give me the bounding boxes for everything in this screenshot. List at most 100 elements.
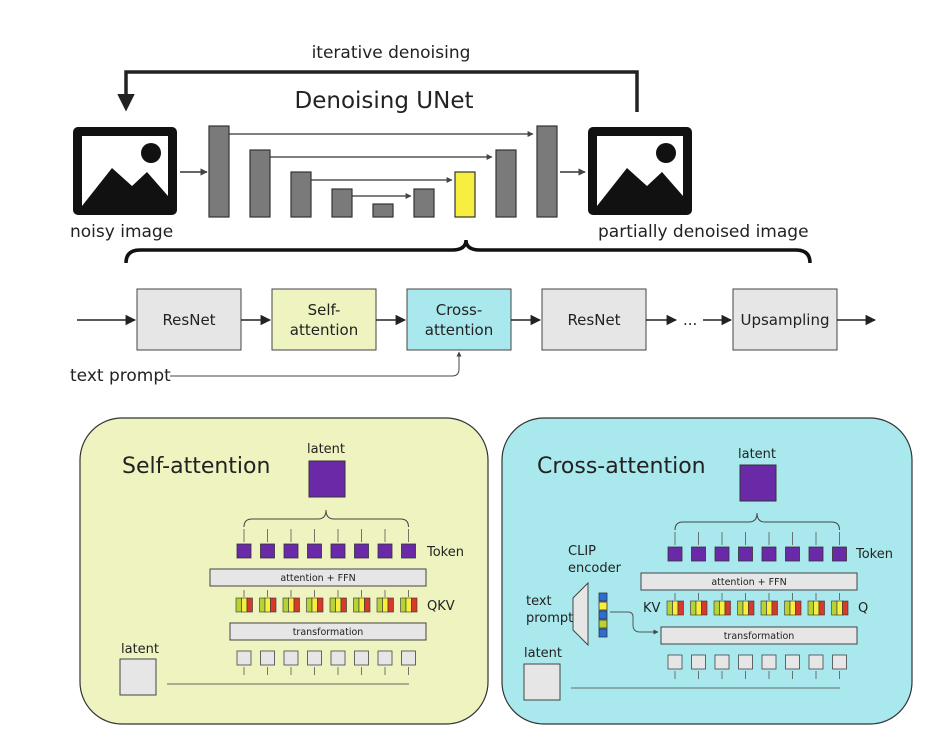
qkv-cell: [672, 600, 679, 616]
qkv-cell: [353, 597, 360, 613]
denoised-image-label: partially denoised image: [598, 222, 809, 242]
qkv-cell: [235, 597, 242, 613]
block-label: ResNet: [567, 311, 620, 329]
loop-label: iterative denoising: [312, 43, 471, 63]
block-self-attention: Self- attention: [271, 288, 377, 351]
input-square: [738, 654, 753, 670]
qkv-cell: [766, 600, 773, 616]
block-resnet-2: ResNet: [541, 288, 647, 351]
input-square: [377, 650, 393, 666]
latent-bottom-label: latent: [121, 642, 159, 657]
qkv-label: QKV: [427, 599, 455, 614]
attention-ffn-bar: [640, 572, 858, 591]
qkv-cell: [789, 600, 796, 616]
qkv-cell: [400, 597, 407, 613]
qkv-cell: [713, 600, 720, 616]
text-embedding-arrow: [610, 611, 659, 635]
input-square: [691, 654, 706, 670]
qkv-cell: [795, 600, 802, 616]
qkv-cell: [784, 600, 791, 616]
qkv-cell: [831, 600, 838, 616]
transformation-bar: [660, 626, 858, 645]
text-prompt-line1: text: [526, 594, 552, 609]
token-square: [236, 543, 252, 559]
token-square: [377, 543, 393, 559]
attention-ffn-label: attention + FFN: [280, 573, 355, 584]
unet-bar: [413, 188, 435, 218]
latent-top-label: latent: [307, 442, 345, 457]
clip-encoder-label-line2: encoder: [568, 561, 622, 576]
token-square: [738, 546, 753, 562]
qkv-cell: [288, 597, 295, 613]
qkv-cell: [405, 597, 412, 613]
clip-encoder-trapezoid: [572, 581, 589, 647]
qkv-cell: [364, 597, 371, 613]
qkv-cell: [270, 597, 277, 613]
denoised-image-icon: [588, 127, 692, 215]
cross-attention-title: Cross-attention: [537, 454, 706, 479]
qkv-cell: [677, 600, 684, 616]
unet-bar: [208, 125, 230, 218]
qkv-cell: [264, 597, 271, 613]
latent-top-label: latent: [738, 447, 776, 462]
block-label: ResNet: [162, 311, 215, 329]
unet-bars: [208, 125, 558, 218]
input-square: [667, 654, 683, 670]
token-brace: [674, 512, 840, 531]
qkv-cell: [241, 597, 248, 613]
latent-bottom-square: [523, 663, 561, 701]
qkv-cell: [293, 597, 300, 613]
unet-bar: [249, 149, 271, 218]
input-square: [761, 654, 777, 670]
input-square: [330, 650, 346, 666]
token-label: Token: [855, 547, 893, 562]
qkv-cell: [358, 597, 365, 613]
cross-token-row: [666, 512, 849, 679]
iterative-loop-arrow: [117, 70, 639, 112]
qkv-cell: [842, 600, 849, 616]
skip-connections: [229, 131, 534, 199]
qkv-cell: [695, 600, 702, 616]
attention-ffn-bar: [209, 568, 427, 587]
noisy-image-label: noisy image: [70, 222, 173, 242]
token-square: [785, 546, 800, 562]
expansion-brace: [124, 239, 812, 264]
input-square: [307, 650, 322, 666]
input-square: [236, 650, 252, 666]
latent-bottom-square: [119, 658, 157, 696]
text-prompt-line2: prompt: [526, 611, 573, 626]
token-square: [307, 543, 322, 559]
qkv-cell: [813, 600, 820, 616]
qkv-cell: [335, 597, 342, 613]
block-resnet-1: ResNet: [136, 288, 242, 351]
unet-bar: [372, 203, 394, 218]
clip-encoder-label-line1: CLIP: [568, 544, 596, 559]
block-label: Upsampling: [740, 311, 829, 329]
input-square: [785, 654, 800, 670]
qkv-cell: [807, 600, 814, 616]
transformation-label: transformation: [724, 631, 795, 642]
qkv-cell: [666, 600, 673, 616]
qkv-cell: [282, 597, 289, 613]
qkv-cell: [311, 597, 318, 613]
block-label-line1: Self-: [308, 301, 341, 319]
token-square: [401, 543, 416, 559]
unet-bar-highlighted: [454, 171, 476, 218]
block-label-line1: Cross-: [436, 301, 483, 319]
token-brace: [243, 509, 409, 528]
qkv-cell: [748, 600, 755, 616]
qkv-cell: [737, 600, 744, 616]
qkv-cell: [376, 597, 383, 613]
qkv-cell: [742, 600, 749, 616]
token-label: Token: [426, 545, 464, 560]
input-square: [260, 650, 275, 666]
token-square: [260, 543, 275, 559]
latent-top-square: [308, 460, 346, 498]
qkv-cell: [411, 597, 418, 613]
block-upsampling: Upsampling: [732, 288, 838, 351]
qkv-cell: [259, 597, 266, 613]
token-square: [714, 546, 730, 562]
input-square: [283, 650, 299, 666]
qkv-cell: [329, 597, 336, 613]
